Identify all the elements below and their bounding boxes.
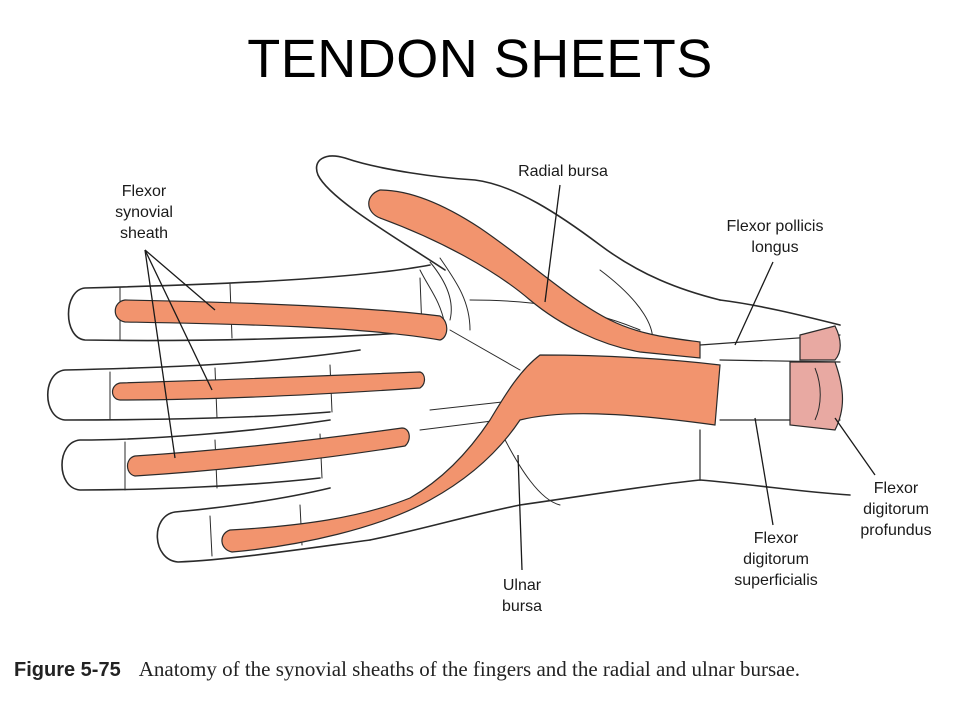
leader-flexor-synovial-2 (144, 249, 213, 391)
middle-finger-sheath (111, 371, 426, 401)
ring-finger-sheath (126, 427, 410, 477)
index-finger-sheath (114, 299, 448, 341)
label-flexor-digitorum-superficialis: Flexor digitorum superficialis (734, 530, 818, 589)
caption-text: Anatomy of the synovial sheaths of the f… (138, 657, 801, 681)
forearm-muscles (789, 325, 844, 431)
leader-radial-bursa (544, 184, 561, 303)
figure-label: Figure 5-75 (14, 659, 121, 681)
leader-flexor-synovial-3 (144, 249, 176, 459)
flexor-digitorum-muscle (789, 361, 844, 431)
label-flexor-synovial-sheath: Flexor synovial sheath (115, 183, 173, 242)
label-flexor-pollicis-longus: Flexor pollicis longus (726, 218, 824, 256)
leader-ulnar-bursa (517, 454, 523, 571)
slide-title: TENDON SHEETS (247, 29, 713, 89)
flexor-pollicis-longus-muscle (799, 325, 841, 361)
leader-lines (144, 184, 876, 571)
label-radial-bursa: Radial bursa (518, 163, 608, 180)
radial-bursa (368, 189, 701, 359)
figure-caption: Figure 5-75 Anatomy of the synovial sheat… (14, 656, 944, 683)
leader-flexor-digitorum-profundus (834, 417, 876, 476)
label-flexor-digitorum-profundus: Flexor digitorum profundus (860, 480, 932, 539)
ulnar-bursa (221, 354, 721, 553)
label-ulnar-bursa: Ulnar bursa (501, 577, 543, 615)
leader-flexor-digitorum-superficialis (754, 417, 774, 526)
leader-flexor-synovial-1 (144, 249, 216, 311)
leader-flexor-pollicis-longus (734, 261, 774, 346)
synovial-sheaths (111, 189, 721, 553)
